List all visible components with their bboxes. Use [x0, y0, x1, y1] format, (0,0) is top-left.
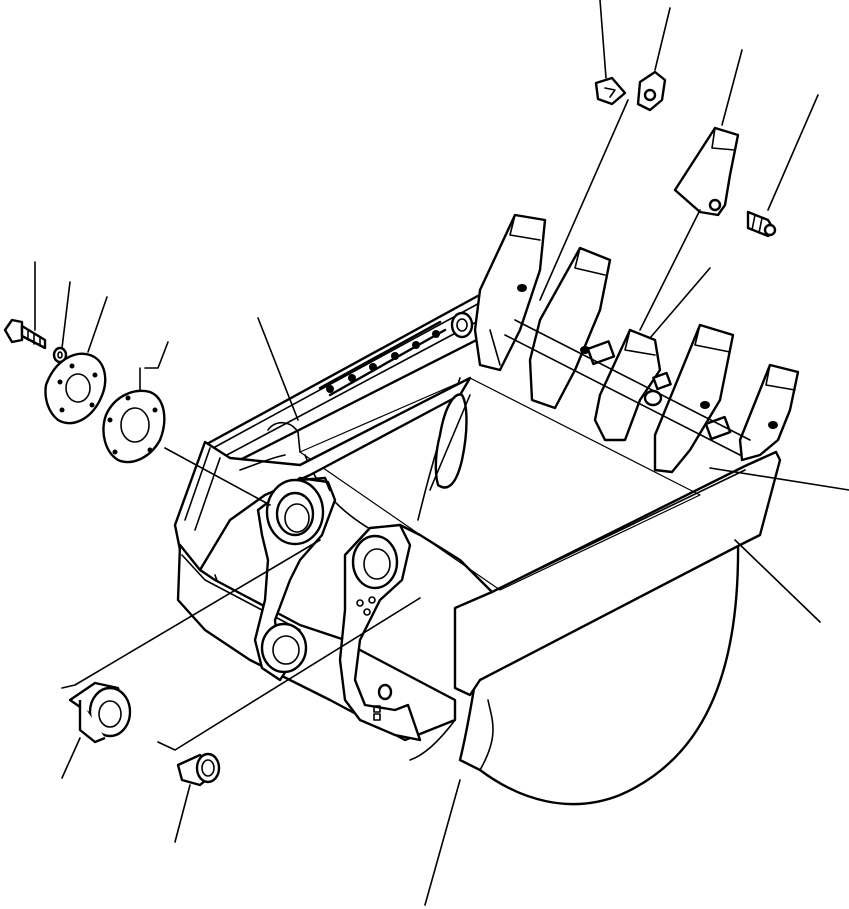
flanged-bushing: [68, 681, 132, 744]
leader-bucket-body: [257, 317, 299, 421]
boss-plate: [44, 352, 107, 425]
tooth-pin: [746, 210, 777, 238]
leader-cutting-edge: [709, 467, 849, 491]
callout-leaders: [34, 0, 849, 906]
leader-washer: [61, 281, 71, 349]
shim: [102, 389, 166, 464]
leader-bucket-bottom: [424, 779, 461, 906]
plain-bushing: [176, 752, 221, 787]
boss-bracket-left: [253, 476, 337, 682]
tooth-lock-2: [636, 70, 667, 112]
tooth-3: [593, 328, 672, 442]
tooth-lock-1: [594, 76, 627, 106]
bucket-teeth: [473, 213, 800, 474]
side-cutter: [673, 126, 740, 217]
leader-adapter-row: [539, 99, 629, 301]
leader-side-cutter: [721, 49, 743, 126]
bolt: [3, 318, 47, 350]
boss-bracket-right: [338, 523, 494, 742]
tooth-5: [738, 363, 800, 462]
leader-tooth-lock-2: [654, 7, 671, 71]
leader-shim-bracket: [144, 341, 169, 369]
leader-flanged-bushing: [61, 737, 81, 779]
leader-plain-bushing-top: [157, 597, 421, 751]
tooth-1: [473, 213, 547, 372]
leader-boss-plate: [87, 296, 108, 353]
leader-cutter-adapter: [639, 209, 701, 331]
leader-side-plate: [734, 539, 821, 623]
leader-boss-to-body: [164, 447, 271, 506]
leader-tooth-pin: [767, 94, 819, 211]
leader-plain-bushing: [174, 784, 191, 843]
leader-tooth-adapter: [649, 267, 711, 339]
leader-tooth-lock-1: [599, 0, 607, 79]
tooth-4: [653, 323, 735, 474]
leader-flanged-bushing-top: [61, 539, 321, 689]
